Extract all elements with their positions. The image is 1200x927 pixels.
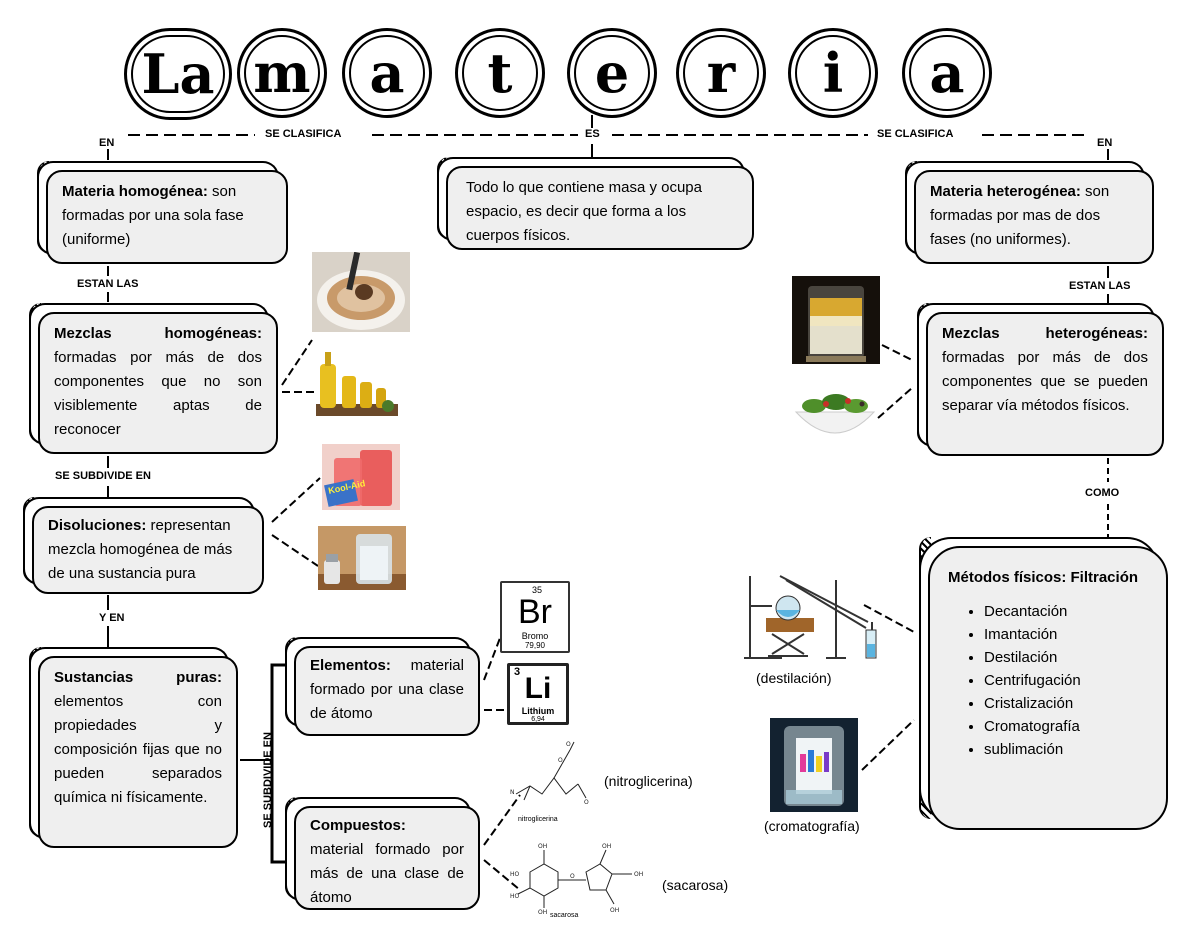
- box-term: Mezclas homogéneas:: [54, 325, 262, 342]
- box-text: elementos con propiedades y composición …: [54, 693, 222, 806]
- elements-box: Elementos: material formado por una clas…: [285, 637, 480, 736]
- distillation-caption: (destilación): [756, 670, 832, 686]
- box-text: formadas por más de dos componentes que …: [942, 349, 1148, 414]
- svg-text:O: O: [570, 873, 575, 880]
- svg-text:O: O: [566, 741, 571, 748]
- definition-box: Todo lo que contiene masa y ocupa espaci…: [437, 157, 754, 250]
- connector-label: Y EN: [96, 612, 128, 624]
- box-term: Sustancias puras:: [54, 669, 222, 686]
- svg-text:OH: OH: [538, 909, 547, 916]
- compounds-box: Compuestos: material formado por más de u…: [285, 797, 480, 910]
- method-item: Cristalización: [984, 692, 1148, 715]
- connector-label: SE SUBDIVIDE EN: [52, 470, 154, 482]
- atomic-number: 35: [532, 585, 543, 595]
- homogeneous-mixtures-box: Mezclas homogéneas: formadas por más de …: [29, 303, 278, 454]
- connector-label: ESTAN LAS: [74, 278, 142, 290]
- svg-text:HO: HO: [510, 893, 520, 900]
- sucrose-structure: HO HO OH O OH OH OH OH sacarosa: [510, 842, 650, 924]
- box-term: Elementos:: [310, 657, 391, 674]
- definition-text: Todo lo que contiene masa y ocupa espaci…: [466, 179, 702, 244]
- title-letter: m: [237, 28, 327, 118]
- svg-text:OH: OH: [538, 843, 547, 850]
- methods-list: Decantación Imantación Destilación Centr…: [948, 600, 1148, 761]
- heterogeneous-matter-box: Materia heterogénea: son formadas por ma…: [905, 161, 1154, 264]
- atomic-number: 3: [514, 666, 521, 678]
- connector-label: EN: [96, 137, 118, 149]
- chromatography-image: [770, 718, 858, 812]
- svg-text:OH: OH: [634, 871, 643, 878]
- connector-label: EN: [1094, 137, 1116, 149]
- method-item: Decantación: [984, 600, 1148, 623]
- heterogeneous-mixtures-box: Mezclas heterogéneas: formadas por más d…: [917, 303, 1164, 456]
- svg-text:OH: OH: [602, 843, 611, 850]
- physical-methods-box: Métodos físicos: Filtración Decantación …: [919, 537, 1168, 830]
- title-letter: a: [902, 28, 992, 118]
- nitroglycerin-caption: (nitroglicerina): [604, 773, 693, 789]
- method-item: sublimación: [984, 738, 1148, 761]
- title-letter: i: [788, 28, 878, 118]
- layered-liquid-beaker-image: [792, 276, 880, 364]
- box-term: Disoluciones:: [48, 517, 147, 534]
- element-mass: 79,90: [524, 641, 546, 650]
- method-item: Cromatografía: [984, 715, 1148, 738]
- distillation-apparatus-image: [742, 572, 882, 664]
- svg-text:O: O: [558, 757, 563, 764]
- box-term: Materia heterogénea:: [930, 183, 1081, 200]
- box-text: son formadas por mas de dos fases (no un…: [930, 183, 1110, 248]
- chromatography-caption: (cromatografía): [764, 818, 860, 834]
- box-term: Compuestos:: [310, 817, 406, 834]
- oil-bottles-image: [316, 346, 398, 416]
- element-name: Bromo: [521, 631, 549, 641]
- title-letter: r: [676, 28, 766, 118]
- box-term: Métodos físicos: Filtración: [948, 569, 1139, 586]
- connector-label: ESTAN LAS: [1066, 280, 1134, 292]
- element-symbol: Br: [518, 593, 552, 631]
- svg-text:N: N: [510, 789, 515, 796]
- connector-label-vertical: SE SUBDIVIDE EN: [262, 732, 274, 828]
- svg-text:HO: HO: [510, 871, 520, 878]
- box-text: son formadas por una sola fase (uniforme…: [62, 183, 244, 248]
- sucrose-small-label: sacarosa: [550, 912, 579, 919]
- box-term: Mezclas heterogéneas:: [942, 325, 1148, 342]
- nitroglycerin-structure: N O O O nitroglicerina: [508, 738, 600, 826]
- method-item: Destilación: [984, 646, 1148, 669]
- bromine-element-card: 35 Br Bromo 79,90: [500, 581, 570, 653]
- svg-text:OH: OH: [610, 907, 619, 914]
- connector-label: COMO: [1082, 487, 1123, 499]
- title-letter: La: [124, 28, 232, 120]
- salt-water-image: [318, 526, 406, 590]
- solutions-box: Disoluciones: representan mezcla homogén…: [23, 497, 264, 594]
- box-text: material formado por una clase de átomo: [310, 657, 464, 722]
- box-text: representan mezcla homogénea de más de u…: [48, 517, 233, 582]
- koolaid-image: Kool-Aid: [322, 444, 400, 510]
- element-mass: 6,94: [531, 716, 545, 723]
- method-item: Imantación: [984, 623, 1148, 646]
- svg-text:O: O: [584, 799, 589, 806]
- box-text: material formado por más de una clase de…: [310, 841, 464, 906]
- element-name: Lithium: [521, 706, 555, 716]
- coffee-image: [312, 252, 410, 332]
- salad-bowl-image: [792, 384, 878, 444]
- connector-label: SE CLASIFICA: [262, 128, 345, 140]
- title-letter: a: [342, 28, 432, 118]
- connector-label: SE CLASIFICA: [874, 128, 957, 140]
- pure-substances-box: Sustancias puras: elementos con propieda…: [29, 647, 238, 848]
- homogeneous-matter-box: Materia homogénea: son formadas por una …: [37, 161, 288, 264]
- element-symbol: Li: [524, 672, 552, 705]
- box-text: formadas por más de dos componentes que …: [54, 349, 262, 438]
- title-letter: t: [455, 28, 545, 118]
- lithium-element-card: 3 Li Lithium 6,94: [507, 663, 569, 725]
- title-letter: e: [567, 28, 657, 118]
- sucrose-caption: (sacarosa): [662, 877, 729, 893]
- nitroglycerin-small-label: nitroglicerina: [518, 816, 558, 823]
- box-term: Materia homogénea:: [62, 183, 208, 200]
- method-item: Centrifugación: [984, 669, 1148, 692]
- connector-label: ES: [582, 128, 603, 140]
